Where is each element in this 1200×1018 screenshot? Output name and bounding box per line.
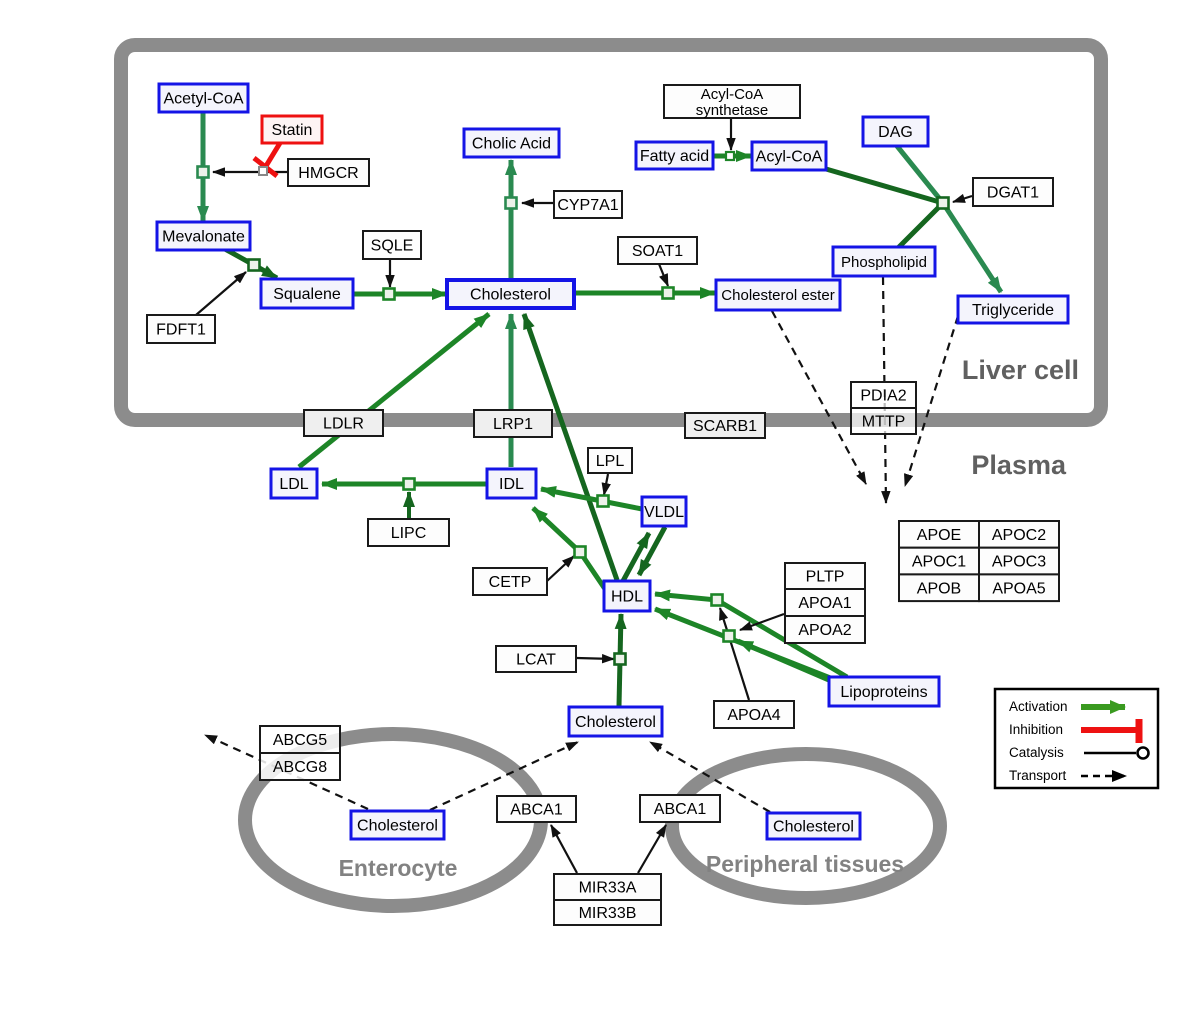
- svg-text:synthetase: synthetase: [696, 102, 769, 119]
- svg-text:APOC1: APOC1: [912, 554, 966, 571]
- svg-text:Plasma: Plasma: [971, 450, 1067, 480]
- svg-text:APOA5: APOA5: [992, 580, 1045, 597]
- svg-text:DGAT1: DGAT1: [987, 185, 1039, 202]
- svg-text:Cholic Acid: Cholic Acid: [472, 136, 551, 153]
- svg-text:FDFT1: FDFT1: [156, 322, 206, 339]
- svg-text:Acyl-CoA: Acyl-CoA: [701, 86, 764, 103]
- svg-text:APOB: APOB: [917, 580, 961, 597]
- svg-text:APOA4: APOA4: [727, 707, 780, 724]
- svg-text:DAG: DAG: [878, 124, 913, 141]
- svg-text:SCARB1: SCARB1: [693, 418, 757, 435]
- svg-text:MIR33A: MIR33A: [579, 880, 637, 897]
- svg-text:Acetyl-CoA: Acetyl-CoA: [163, 91, 243, 108]
- svg-text:LDL: LDL: [279, 476, 308, 493]
- svg-text:Cholesterol: Cholesterol: [470, 287, 551, 304]
- svg-text:Activation: Activation: [1009, 699, 1068, 714]
- svg-text:CYP7A1: CYP7A1: [557, 197, 618, 214]
- svg-text:APOC3: APOC3: [992, 554, 1046, 571]
- svg-text:APOA1: APOA1: [798, 595, 851, 612]
- svg-text:Cholesterol ester: Cholesterol ester: [721, 287, 834, 304]
- svg-text:IDL: IDL: [499, 476, 524, 493]
- svg-text:Transport: Transport: [1009, 768, 1067, 783]
- svg-text:Statin: Statin: [272, 122, 313, 139]
- svg-text:MIR33B: MIR33B: [579, 905, 637, 922]
- svg-text:LPL: LPL: [596, 453, 625, 470]
- svg-text:ABCG5: ABCG5: [273, 732, 327, 749]
- svg-text:Catalysis: Catalysis: [1009, 745, 1064, 760]
- svg-text:Cholesterol: Cholesterol: [773, 819, 854, 836]
- svg-text:Enterocyte: Enterocyte: [339, 855, 458, 881]
- svg-text:Inhibition: Inhibition: [1009, 722, 1063, 737]
- svg-text:APOC2: APOC2: [992, 527, 1046, 544]
- svg-text:Fatty acid: Fatty acid: [640, 148, 709, 165]
- svg-text:ABCA1: ABCA1: [510, 802, 563, 819]
- svg-text:MTTP: MTTP: [862, 414, 906, 431]
- svg-text:VLDL: VLDL: [644, 504, 684, 521]
- svg-text:HDL: HDL: [611, 589, 643, 606]
- svg-text:ABCA1: ABCA1: [654, 801, 707, 818]
- svg-text:Phospholipid: Phospholipid: [841, 254, 927, 271]
- svg-text:LIPC: LIPC: [391, 525, 427, 542]
- svg-text:PDIA2: PDIA2: [860, 388, 906, 405]
- svg-text:SQLE: SQLE: [371, 238, 414, 255]
- svg-text:LCAT: LCAT: [516, 652, 556, 669]
- svg-text:Cholesterol: Cholesterol: [357, 818, 438, 835]
- svg-text:PLTP: PLTP: [806, 569, 845, 586]
- svg-text:Squalene: Squalene: [273, 286, 341, 303]
- svg-text:Peripheral tissues: Peripheral tissues: [706, 851, 904, 877]
- svg-text:Acyl-CoA: Acyl-CoA: [756, 149, 823, 166]
- svg-text:LDLR: LDLR: [323, 416, 364, 433]
- svg-text:Lipoproteins: Lipoproteins: [840, 684, 927, 701]
- svg-text:APOE: APOE: [917, 527, 961, 544]
- svg-text:APOA2: APOA2: [798, 622, 851, 639]
- svg-text:LRP1: LRP1: [493, 416, 533, 433]
- svg-text:SOAT1: SOAT1: [632, 243, 683, 260]
- svg-text:HMGCR: HMGCR: [298, 165, 358, 182]
- svg-text:Cholesterol: Cholesterol: [575, 714, 656, 731]
- svg-text:ABCG8: ABCG8: [273, 759, 327, 776]
- svg-text:CETP: CETP: [489, 574, 532, 591]
- svg-text:Liver cell: Liver cell: [962, 355, 1079, 385]
- svg-text:Mevalonate: Mevalonate: [162, 229, 245, 246]
- svg-text:Triglyceride: Triglyceride: [972, 302, 1054, 319]
